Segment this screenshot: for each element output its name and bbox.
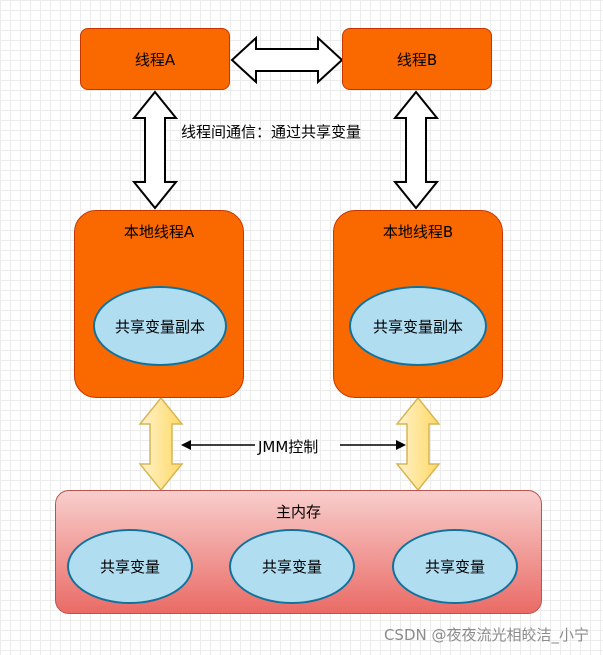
main-memory-box: 主内存 共享变量 共享变量 共享变量 [55, 490, 542, 614]
thread-b-label: 线程B [396, 50, 438, 69]
local-thread-b-title: 本地线程B [382, 223, 454, 241]
shared-variable-2-label: 共享变量 [261, 558, 322, 576]
thread-a-local-a-double-arrow [131, 90, 179, 210]
shared-variable-1-label: 共享变量 [99, 558, 160, 576]
local-b-shared-copy: 共享变量副本 [349, 286, 487, 366]
local-thread-a-title: 本地线程A [123, 223, 195, 241]
thread-a-b-double-arrow [230, 35, 344, 85]
thread-b-local-b-double-arrow [392, 90, 440, 210]
thread-a-label: 线程A [134, 50, 176, 69]
local-thread-b-box: 本地线程B 共享变量副本 [333, 210, 503, 398]
thread-b-box: 线程B [342, 28, 492, 90]
local-b-main-yellow-arrow [395, 396, 441, 492]
shared-variable-1: 共享变量 [67, 529, 193, 604]
main-memory-title: 主内存 [275, 503, 321, 521]
local-b-shared-copy-label: 共享变量副本 [372, 317, 463, 336]
jmm-label: JMM控制 [258, 438, 319, 456]
communication-label: 线程间通信：通过共享变量 [181, 123, 362, 141]
thread-a-box: 线程A [80, 28, 230, 90]
csdn-watermark: CSDN @夜夜流光相皎洁_小宁 [383, 626, 589, 644]
local-thread-a-box: 本地线程A 共享变量副本 [74, 210, 244, 398]
shared-variable-3-label: 共享变量 [424, 558, 485, 576]
local-a-shared-copy-label: 共享变量副本 [114, 317, 205, 336]
shared-variable-2: 共享变量 [229, 529, 355, 604]
shared-variable-3: 共享变量 [392, 529, 518, 604]
local-a-main-yellow-arrow [138, 396, 184, 492]
local-a-shared-copy: 共享变量副本 [93, 286, 227, 366]
